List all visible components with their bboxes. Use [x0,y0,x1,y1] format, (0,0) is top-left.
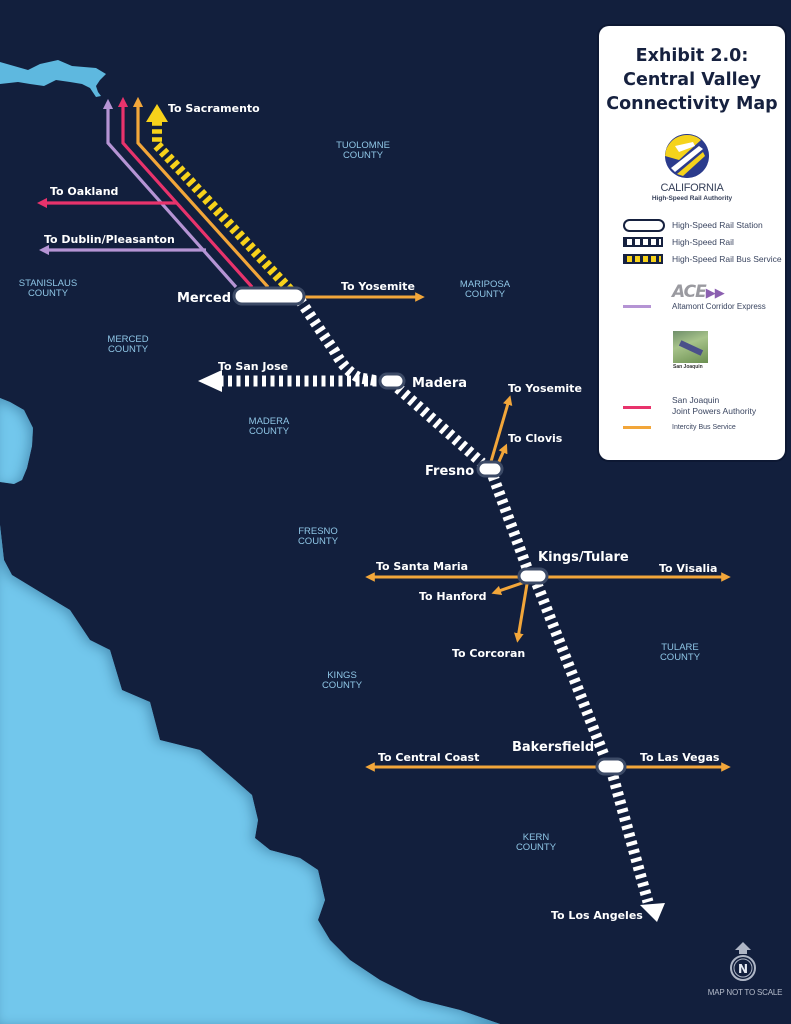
station-kings-tulare[interactable] [517,567,549,585]
legend-label-intercity-bus: Intercity Bus Service [672,424,736,431]
station-label-madera: Madera [412,376,467,391]
ace-logo-icon: ACE▶▶ [672,282,725,302]
dest-oakland: To Oakland [50,185,118,198]
hsr-segment-merced-madera [295,296,379,387]
dest-visalia: To Visalia [659,562,717,575]
legend-label-station: High-Speed Rail Station [672,220,763,230]
title-line-3: Connectivity Map [606,94,778,114]
legend-label-hsr: High-Speed Rail [672,237,734,247]
hsr-segment-madera-fresno [394,383,486,468]
station-icon [623,219,665,232]
san-jose-arrow-icon [198,370,222,392]
station-label-bakersfield: Bakersfield [512,740,594,755]
dest-las-vegas: To Las Vegas [640,751,720,764]
station-madera[interactable] [378,372,406,390]
legend-label-ace: Altamont Corridor Express [672,302,766,311]
map-not-to-scale-note: MAP NOT TO SCALE [707,988,783,997]
san-joaquin-line [36,96,254,289]
bus-line-sacramento [132,96,270,289]
legend-label-san-joaquin: San Joaquin Joint Powers Authority [672,395,757,416]
dest-los-angeles: To Los Angeles [551,909,643,922]
dest-central-coast: To Central Coast [378,751,479,764]
dest-san-jose: To San Jose [218,360,288,373]
bus-to-hanford [491,580,526,595]
rail-track-icon [623,237,663,247]
hsr-line [198,296,665,922]
dest-clovis: To Clovis [508,432,563,445]
compass-letter: N [738,962,748,976]
dest-hanford: To Hanford [419,590,487,603]
legend-panel: Exhibit 2.0: Central Valley Connectivity… [599,26,785,460]
ocean-water [0,398,33,484]
station-label-fresno: Fresno [425,464,474,479]
station-merced[interactable] [232,286,306,306]
station-label-kings-tulare: Kings/Tulare [538,550,629,565]
ace-line-swatch [623,305,651,308]
station-label-merced: Merced [177,291,231,306]
hsr-bus-service [146,104,294,294]
legend-label-hsr-bus: High-Speed Rail Bus Service [672,254,782,264]
intercity-bus-swatch [623,426,651,429]
title-line-2: Central Valley [623,70,761,90]
bus-to-yosemite-fresno [488,395,513,466]
station-fresno[interactable] [476,460,504,478]
dest-corcoran: To Corcoran [452,647,525,660]
sacramento-arrow-icon [146,104,168,122]
intercity-bus-lines [300,292,731,772]
bus-track-icon [623,254,663,264]
north-compass-icon: N [730,942,756,981]
bay-water [0,60,106,97]
ace-line [38,98,238,289]
bus-to-corcoran [514,583,529,643]
hsr-authority-logo-icon [665,134,709,178]
dest-santa-maria: To Santa Maria [376,560,468,573]
title-line-1: Exhibit 2.0: [635,46,749,66]
san-joaquin-line-swatch [623,406,651,409]
ocean-water-south [0,525,500,1024]
dest-sacramento: To Sacramento [168,102,260,115]
san-joaquin-brand: San Joaquin [673,364,703,370]
logo-subtitle: High-Speed Rail Authority [651,195,733,202]
stations [232,286,627,776]
logo-name: CALIFORNIA [660,182,724,194]
dest-yosemite-fresno: To Yosemite [508,382,582,395]
map-title: Exhibit 2.0: Central Valley Connectivity… [599,44,785,116]
los-angeles-arrow-icon [640,903,665,922]
hsr-segment-kings-bakersfield [531,581,611,761]
dest-yosemite-merced: To Yosemite [341,280,415,293]
station-bakersfield[interactable] [595,757,627,776]
san-joaquin-logo-icon [673,331,708,363]
dest-dublin: To Dublin/Pleasanton [44,233,175,246]
